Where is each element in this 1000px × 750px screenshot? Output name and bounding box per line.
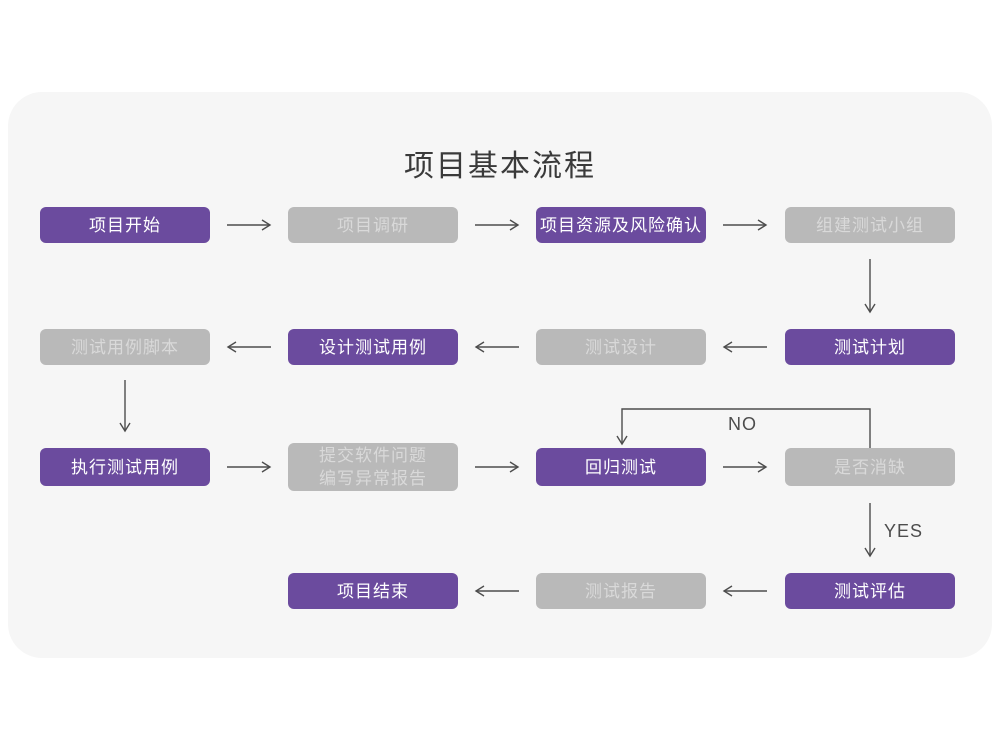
- node-label: 项目结束: [337, 581, 409, 601]
- node-project-start: 项目开始: [40, 207, 210, 243]
- node-label: 项目资源及风险确认: [540, 215, 702, 235]
- node-label: 测试报告: [585, 581, 657, 601]
- node-test-evaluation: 测试评估: [785, 573, 955, 609]
- node-project-research: 项目调研: [288, 207, 458, 243]
- node-test-plan: 测试计划: [785, 329, 955, 365]
- node-label: 测试设计: [585, 337, 657, 357]
- no-label: NO: [728, 414, 757, 434]
- node-defect-resolved: 是否消缺: [785, 448, 955, 486]
- node-label: 设计测试用例: [319, 337, 427, 357]
- node-label: 项目调研: [337, 215, 409, 235]
- node-resource-risk-confirm: 项目资源及风险确认: [536, 207, 706, 243]
- node-label-line2: 编写异常报告: [319, 469, 427, 488]
- node-label: 是否消缺: [834, 457, 906, 477]
- node-label: 组建测试小组: [816, 215, 924, 235]
- yes-label: YES: [884, 521, 924, 541]
- node-test-report: 测试报告: [536, 573, 706, 609]
- node-design-test-cases: 设计测试用例: [288, 329, 458, 365]
- node-regression-test: 回归测试: [536, 448, 706, 486]
- node-execute-test-cases: 执行测试用例: [40, 448, 210, 486]
- node-label: 执行测试用例: [71, 457, 179, 477]
- node-label: 测试用例脚本: [71, 337, 179, 357]
- node-label: 回归测试: [585, 457, 657, 477]
- node-submit-issue-report: 提交软件问题编写异常报告: [288, 443, 458, 491]
- flowchart-card: [8, 92, 992, 658]
- node-project-end: 项目结束: [288, 573, 458, 609]
- node-test-case-scripts: 测试用例脚本: [40, 329, 210, 365]
- node-label: 测试评估: [834, 581, 906, 601]
- diagram-title: 项目基本流程: [404, 150, 596, 183]
- node-label: 测试计划: [834, 337, 906, 357]
- node-label: 项目开始: [89, 215, 161, 235]
- node-test-design: 测试设计: [536, 329, 706, 365]
- node-label: 提交软件问题: [319, 446, 427, 465]
- node-build-test-team: 组建测试小组: [785, 207, 955, 243]
